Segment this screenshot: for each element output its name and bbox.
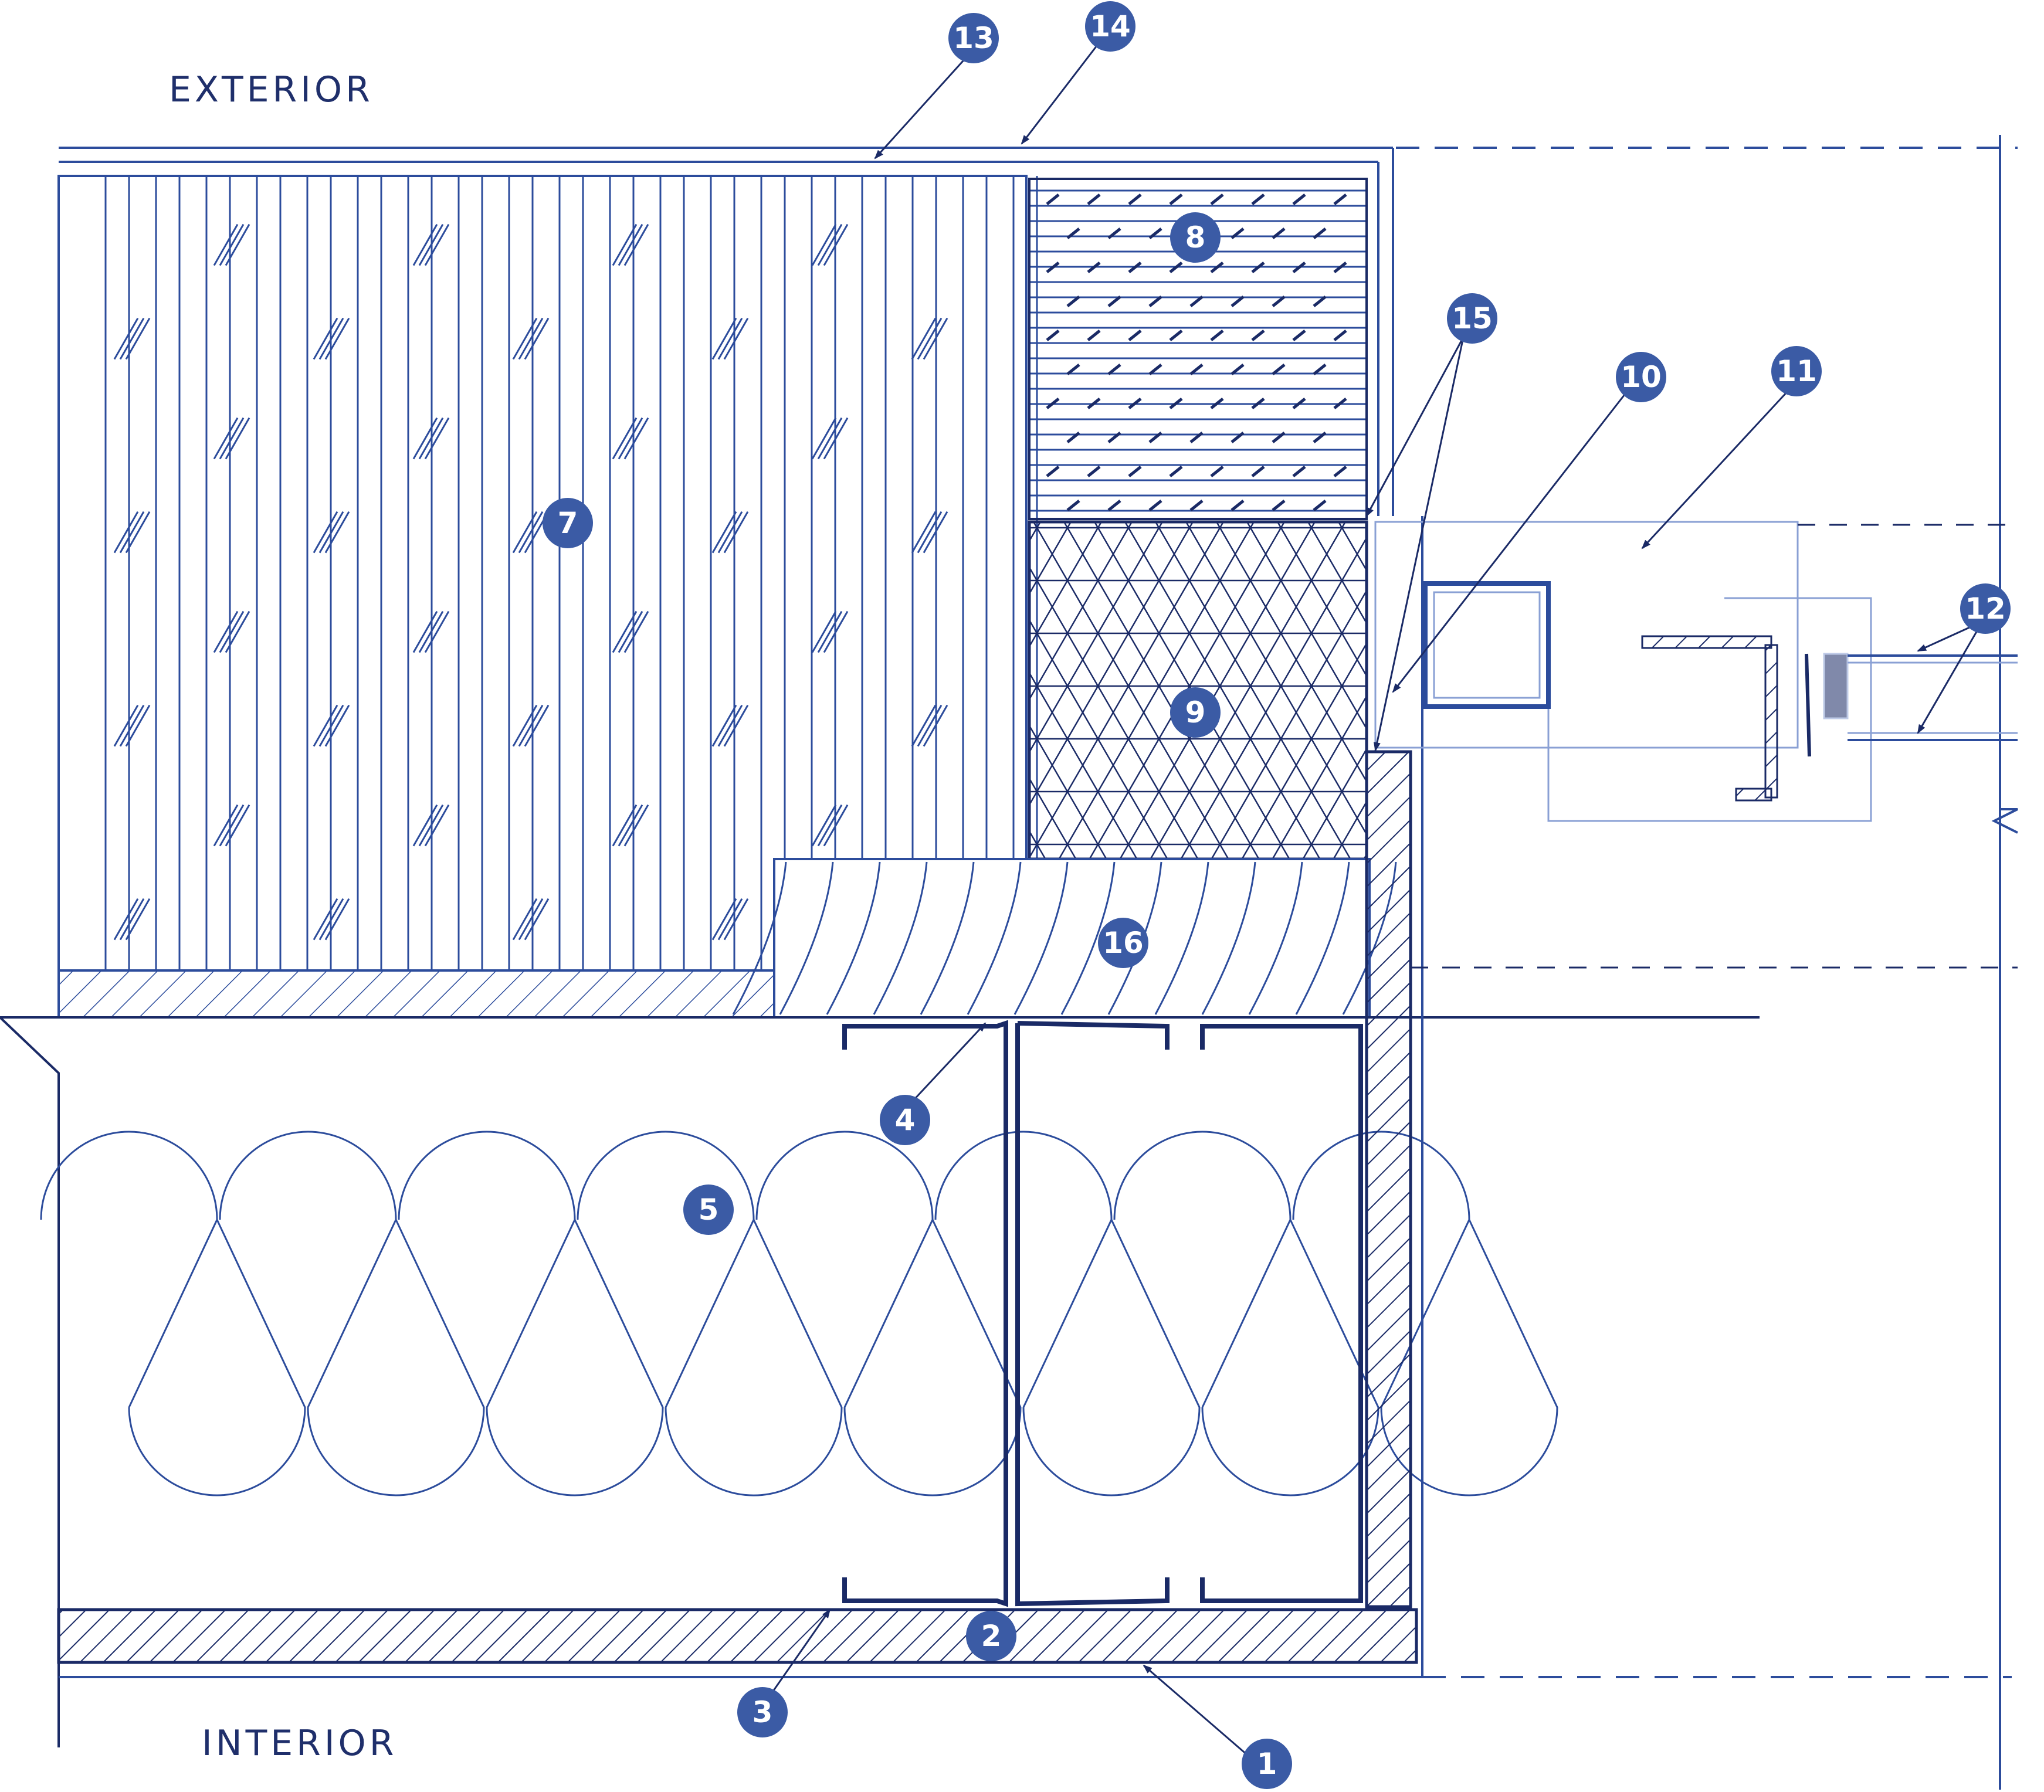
jamb-trim xyxy=(57,516,2012,1678)
callout-1: 1 xyxy=(1242,1739,1292,1789)
leader-lines xyxy=(761,38,1984,1760)
callout-8: 8 xyxy=(1170,212,1221,263)
callout-2: 2 xyxy=(966,1611,1016,1661)
window-frame-profile xyxy=(1374,521,2018,969)
batt-insulation xyxy=(0,1016,1760,1747)
steel-studs xyxy=(842,1020,1363,1607)
callout-16: 16 xyxy=(1098,918,1148,968)
callout-4: 4 xyxy=(880,1095,930,1145)
callout-5: 5 xyxy=(683,1185,734,1235)
callout-11: 11 xyxy=(1771,346,1822,396)
interior-label: INTERIOR xyxy=(202,1723,398,1764)
cladding-lines xyxy=(59,135,2018,1792)
callout-15: 15 xyxy=(1447,293,1497,344)
callout-7: 7 xyxy=(543,498,593,548)
callout-12: 12 xyxy=(1960,583,2011,634)
callout-14: 14 xyxy=(1085,1,1135,52)
wood-block xyxy=(732,858,1397,1019)
timber-slat-zone xyxy=(57,175,1038,1019)
callout-10: 10 xyxy=(1616,352,1666,402)
callout-13: 13 xyxy=(948,13,999,63)
callout-9: 9 xyxy=(1170,687,1221,738)
callout-3: 3 xyxy=(737,1687,788,1737)
exterior-label: EXTERIOR xyxy=(169,69,374,110)
